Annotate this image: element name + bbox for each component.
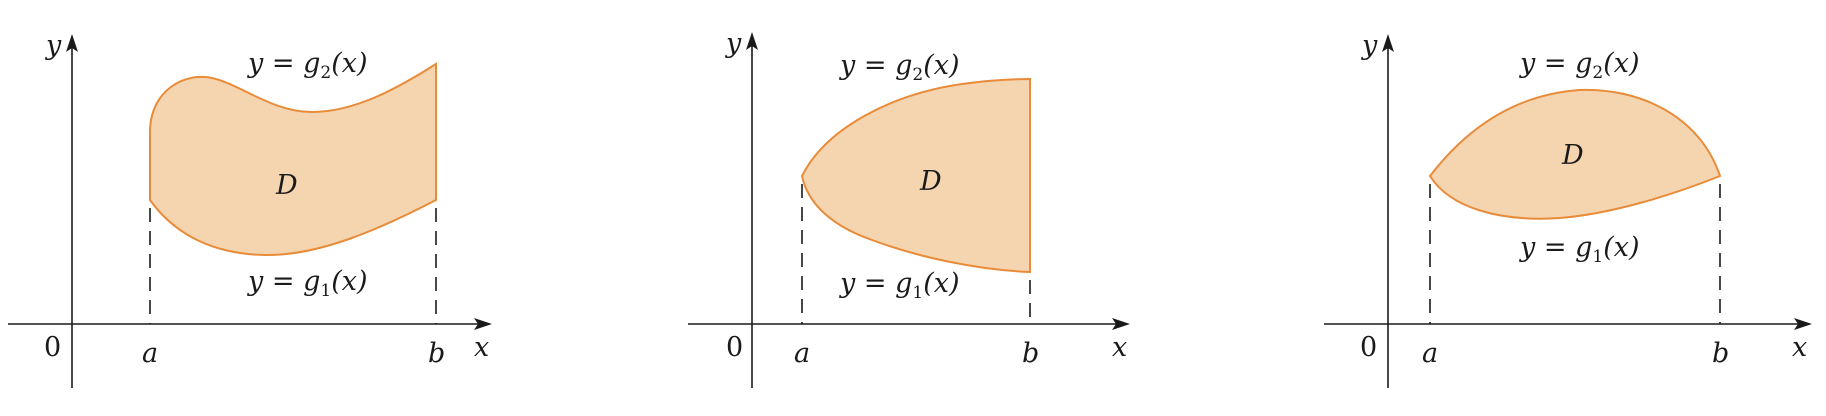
panel-1-upper-curve-label: y = g2(x)	[247, 48, 367, 83]
panel-2-region-label: D	[919, 166, 942, 197]
panel-1-x-axis-label: x	[474, 332, 489, 363]
panel-2-y-axis-arrow	[746, 32, 758, 50]
panel-3-lower-curve-label: y = g1(x)	[1519, 232, 1639, 267]
panel-1-y-axis-arrow	[66, 34, 78, 52]
panel-2-region-d	[800, 77, 1031, 274]
panel-3-x-axis-label: x	[1792, 332, 1807, 363]
panel-1-x-axis-arrow	[474, 318, 492, 330]
panel-2: y x 0 a b D y = g2(x) y = g1(x)	[688, 28, 1130, 388]
panel-2-lower-curve-label: y = g1(x)	[839, 268, 959, 303]
panel-2-origin-label: 0	[726, 332, 743, 363]
panel-3-upper-curve-label: y = g2(x)	[1519, 48, 1639, 83]
panel-1-lower-curve-label: y = g1(x)	[247, 266, 367, 301]
panel-1-region-label: D	[275, 170, 298, 201]
panel-2-b-label: b	[1022, 338, 1039, 369]
panel-1-y-axis-label: y	[45, 30, 62, 61]
panel-1-origin-label: 0	[44, 332, 61, 363]
panel-1-region-d	[149, 62, 437, 257]
panel-1-a-label: a	[142, 338, 158, 369]
panel-3: y x 0 a b D y = g2(x) y = g1(x)	[1324, 30, 1812, 388]
panel-3-b-label: b	[1712, 338, 1729, 369]
panel-1-b-label: b	[428, 338, 445, 369]
panel-2-x-axis-arrow	[1112, 318, 1130, 330]
panel-3-region-d	[1428, 88, 1722, 220]
panel-2-upper-curve-label: y = g2(x)	[839, 50, 959, 85]
panel-3-region-label: D	[1561, 140, 1584, 171]
panel-1: y x 0 a b D y = g2(x) y = g1(x)	[8, 30, 492, 388]
panel-3-x-axis-arrow	[1794, 318, 1812, 330]
panel-2-x-axis-label: x	[1112, 332, 1127, 363]
panel-3-y-axis-label: y	[1361, 30, 1378, 61]
panel-3-a-label: a	[1422, 338, 1438, 369]
panel-2-a-label: a	[794, 338, 810, 369]
panel-3-y-axis-arrow	[1382, 34, 1394, 52]
panel-2-y-axis-label: y	[725, 28, 742, 59]
panel-3-origin-label: 0	[1360, 332, 1377, 363]
